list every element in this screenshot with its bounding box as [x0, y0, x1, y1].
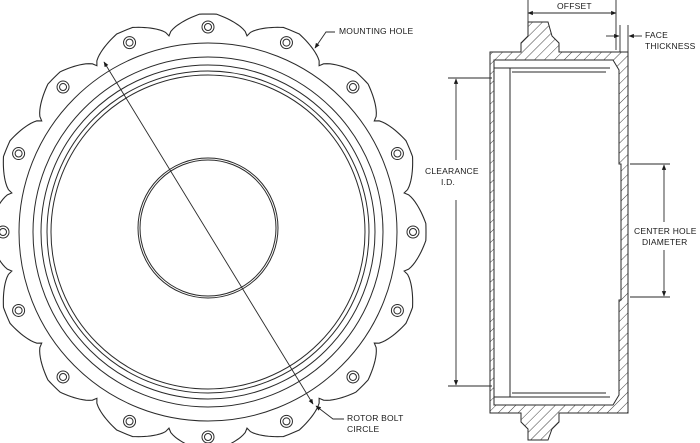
offset-label: OFFSET: [557, 1, 592, 11]
bolt-hole: [390, 147, 404, 161]
center-hole-inner: [139, 159, 277, 297]
front-view: [0, 13, 427, 443]
bolt-hole: [12, 147, 26, 161]
bolt-hole-inner: [409, 228, 417, 236]
bolt-hole-inner: [393, 306, 402, 315]
bolt-hole: [12, 303, 26, 317]
drum-ring-2: [32, 56, 384, 408]
bolt-hole-inner: [125, 38, 134, 47]
bolt-hole: [279, 36, 293, 50]
mounting-hole-label: MOUNTING HOLE: [339, 26, 414, 36]
section-hatch: [489, 21, 629, 441]
scalloped-outer-flange: [0, 13, 427, 443]
face-thickness-label-line1: FACE: [645, 30, 669, 40]
bolt-hole-inner: [0, 228, 7, 236]
bolt-hole: [123, 36, 137, 50]
bolt-hole-inner: [348, 83, 357, 92]
rotor-bolt-circle-label-line2: CIRCLE: [347, 424, 380, 434]
bolt-hole-inner: [204, 433, 212, 441]
rotor-bolt-leader: [315, 405, 344, 420]
bolt-hole: [279, 414, 293, 428]
bolt-hole-inner: [59, 83, 68, 92]
bolt-hole: [390, 303, 404, 317]
center-hole-label-line1: CENTER HOLE: [634, 226, 697, 236]
rotor-bolt-circle-diameter-line: [103, 61, 314, 405]
drum-outer-ring: [18, 42, 398, 422]
bolt-hole-inner: [348, 372, 357, 381]
bolt-hole: [201, 430, 215, 443]
rotor-bolt-circle-label-line1: ROTOR BOLT: [347, 413, 404, 423]
clearance-id-label-line1: CLEARANCE: [425, 166, 479, 176]
bolt-hole: [0, 225, 10, 239]
bolt-hole: [346, 370, 360, 384]
bolt-hole-inner: [14, 306, 23, 315]
bolt-hole: [56, 370, 70, 384]
bolt-hole-inner: [282, 38, 291, 47]
bolt-holes: [0, 20, 420, 443]
bolt-hole-inner: [59, 372, 68, 381]
face-thickness-label-line2: THICKNESS: [645, 41, 696, 51]
center-hole: [137, 157, 279, 299]
clearance-id-label-line2: I.D.: [441, 177, 456, 187]
mounting-hole-leader: [314, 31, 335, 49]
bolt-hole-inner: [204, 23, 212, 31]
center-hole-label-line2: DIAMETER: [642, 237, 688, 247]
bolt-hole-inner: [14, 149, 23, 158]
bolt-hole: [406, 225, 420, 239]
bolt-hole: [201, 20, 215, 34]
bolt-hole: [123, 414, 137, 428]
bolt-hole: [56, 80, 70, 94]
bolt-hole-inner: [125, 417, 134, 426]
bolt-hole-inner: [282, 417, 291, 426]
bolt-hole-inner: [393, 149, 402, 158]
bolt-hole: [346, 80, 360, 94]
section-view: [448, 0, 670, 441]
